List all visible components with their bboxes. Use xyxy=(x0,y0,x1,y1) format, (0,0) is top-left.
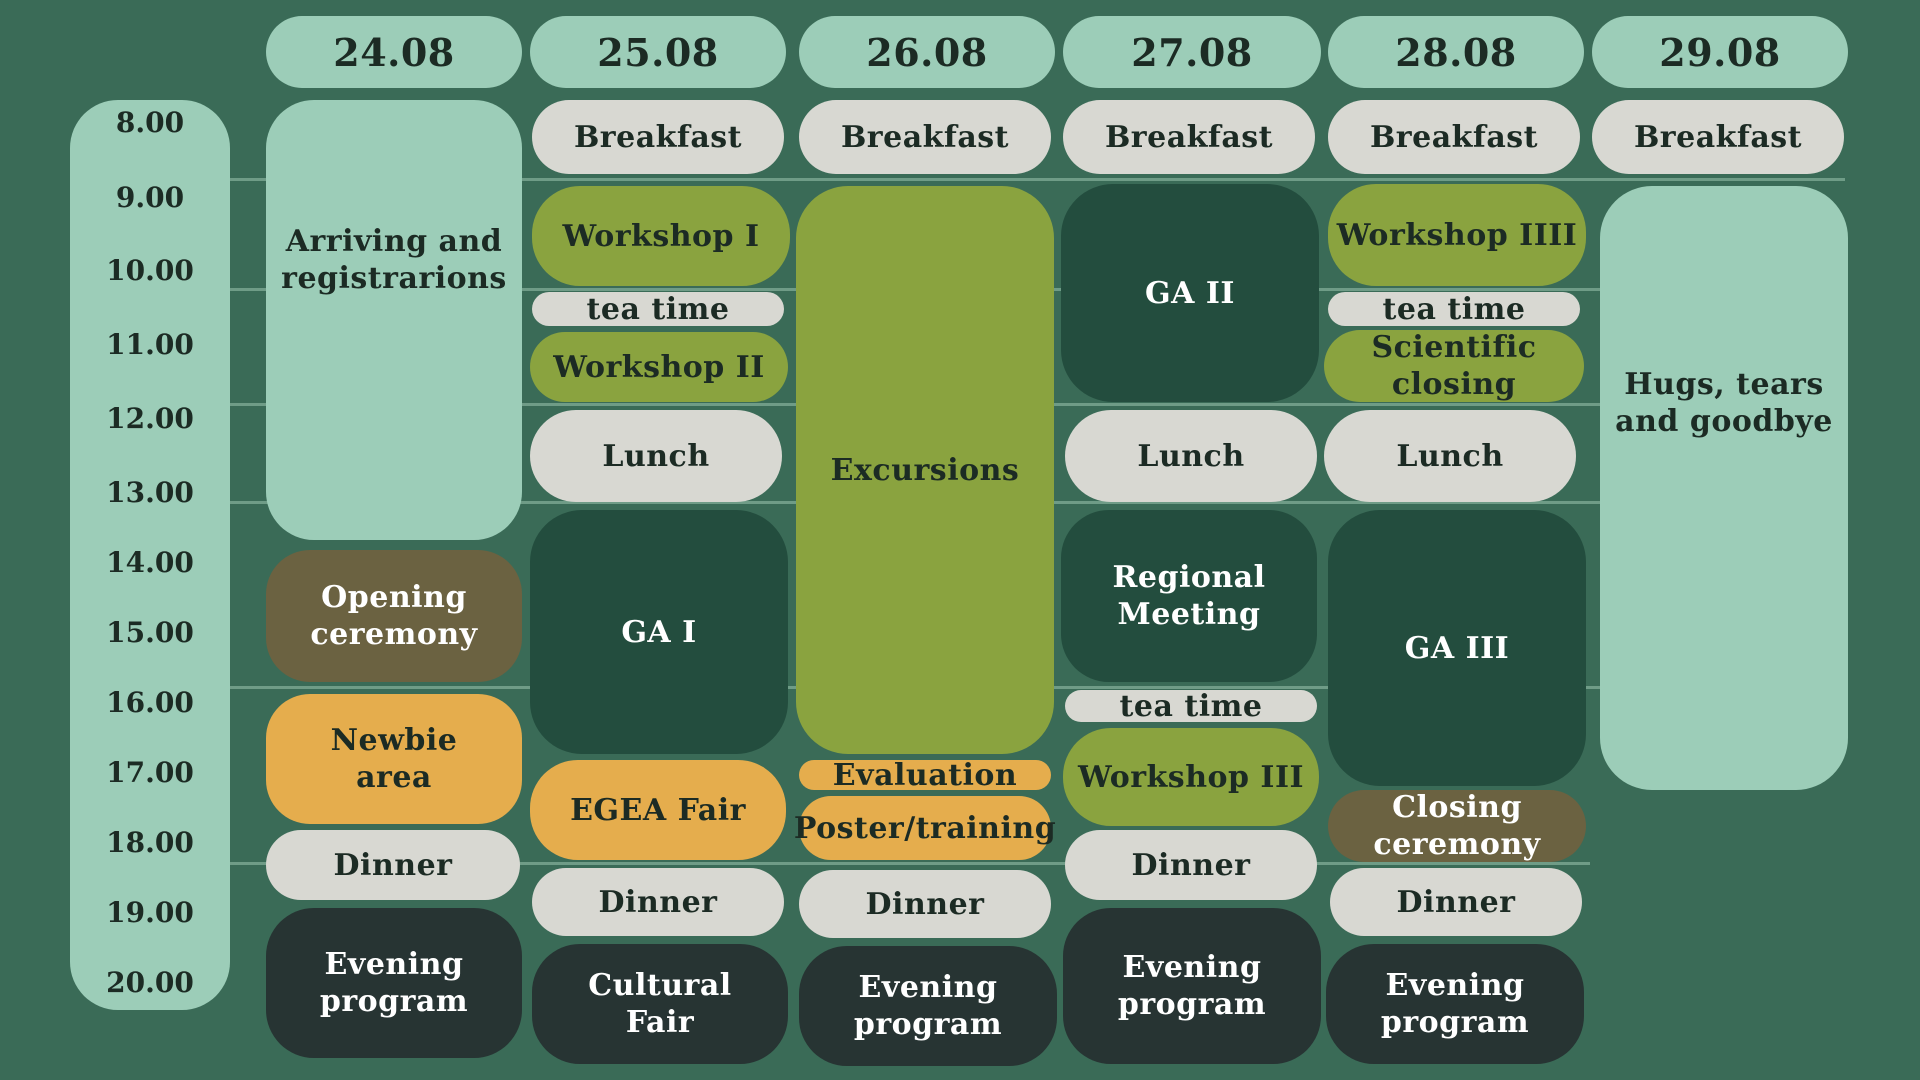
event-tea-time: tea time xyxy=(1065,689,1317,724)
day-header: 28.08 xyxy=(1328,16,1584,88)
time-column xyxy=(70,100,230,1010)
time-label: 14.00 xyxy=(106,546,194,579)
event-workshop-1: Workshop I xyxy=(532,186,790,286)
event-breakfast: Breakfast xyxy=(1328,100,1580,174)
time-label: 18.00 xyxy=(106,826,194,859)
day-header: 25.08 xyxy=(530,16,786,88)
event-dinner: Dinner xyxy=(532,868,784,936)
time-label: 13.00 xyxy=(106,476,194,509)
time-label: 10.00 xyxy=(106,254,194,287)
event-dinner: Dinner xyxy=(1065,830,1317,900)
event-evaluation: Evaluation xyxy=(799,758,1051,793)
event-closing-ceremony: Closing ceremony xyxy=(1328,790,1586,862)
time-label: 15.00 xyxy=(106,616,194,649)
event-evening-program: Evening program xyxy=(799,946,1057,1066)
event-dinner: Dinner xyxy=(799,870,1051,938)
day-header: 26.08 xyxy=(799,16,1055,88)
grid-line xyxy=(230,862,1590,865)
event-dinner: Dinner xyxy=(1330,868,1582,936)
event-ga-2: GA II xyxy=(1061,184,1319,402)
event-workshop-4: Workshop IIII xyxy=(1328,184,1586,286)
event-tea-time: tea time xyxy=(1328,292,1580,327)
time-label: 9.00 xyxy=(115,181,185,214)
event-poster-training: Poster/training xyxy=(794,796,1056,860)
event-arriving: Arriving and registrarions xyxy=(266,100,522,540)
event-breakfast: Breakfast xyxy=(799,100,1051,174)
event-lunch: Lunch xyxy=(1324,410,1576,502)
event-cultural-fair: Cultural Fair xyxy=(532,944,788,1064)
day-header: 27.08 xyxy=(1063,16,1321,88)
event-ga-3: GA III xyxy=(1328,510,1586,786)
event-breakfast: Breakfast xyxy=(1063,100,1315,174)
time-label: 20.00 xyxy=(106,966,194,999)
event-lunch: Lunch xyxy=(530,410,782,502)
day-header: 29.08 xyxy=(1592,16,1848,88)
time-label: 17.00 xyxy=(106,756,194,789)
event-newbie-area: Newbie area xyxy=(266,694,522,824)
event-hugs-tears-goodbye: Hugs, tears and goodbye xyxy=(1600,186,1848,790)
event-regional-meeting: Regional Meeting xyxy=(1061,510,1317,682)
event-excursions: Excursions xyxy=(796,186,1054,754)
event-breakfast: Breakfast xyxy=(532,100,784,174)
event-opening-ceremony: Opening ceremony xyxy=(266,550,522,682)
time-label: 11.00 xyxy=(106,328,194,361)
event-egea-fair: EGEA Fair xyxy=(530,760,786,860)
event-lunch: Lunch xyxy=(1065,410,1317,502)
time-label: 8.00 xyxy=(115,106,185,139)
event-evening-program: Evening program xyxy=(266,908,522,1058)
time-label: 16.00 xyxy=(106,686,194,719)
event-evening-program: Evening program xyxy=(1063,908,1321,1064)
grid-line xyxy=(230,178,1845,181)
event-workshop-2: Workshop II xyxy=(530,332,788,402)
time-label: 12.00 xyxy=(106,402,194,435)
event-tea-time: tea time xyxy=(532,292,784,327)
day-header: 24.08 xyxy=(266,16,522,88)
event-workshop-3: Workshop III xyxy=(1063,728,1319,826)
time-label: 19.00 xyxy=(106,896,194,929)
event-breakfast: Breakfast xyxy=(1592,100,1844,174)
event-ga-1: GA I xyxy=(530,510,788,754)
event-evening-program: Evening program xyxy=(1326,944,1584,1064)
event-scientific-closing: Scientific closing xyxy=(1324,330,1584,402)
event-dinner: Dinner xyxy=(266,830,520,900)
